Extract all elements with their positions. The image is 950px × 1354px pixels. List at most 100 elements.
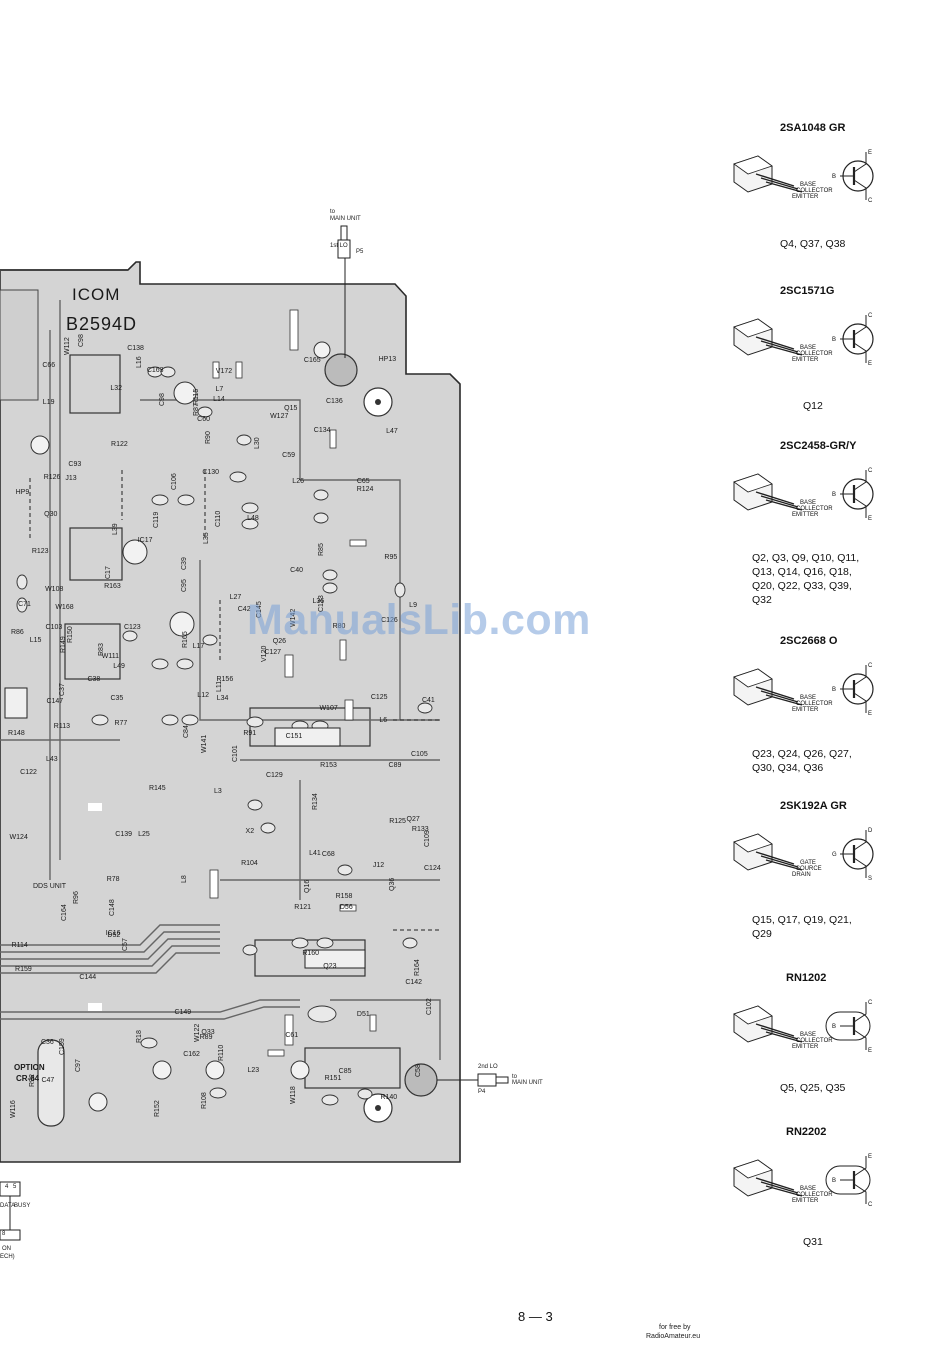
pin-label: BASE [800, 500, 817, 506]
component-ref: R95 [384, 553, 398, 561]
component-ref: W112 [64, 337, 72, 356]
component-ref: C97 [74, 1059, 82, 1072]
connector-p4-main-unit: MAIN UNIT [512, 1080, 543, 1086]
component-ref: C66 [42, 361, 56, 369]
component-ref: C98 [158, 393, 166, 406]
package-lead [755, 491, 795, 505]
component-ref: R124 [356, 485, 374, 493]
component-ref: Q30 [44, 511, 58, 519]
component-ref: C71 [18, 600, 31, 608]
terminal-bottom: C [868, 198, 873, 204]
transistor-usage-list: Q12 [803, 400, 823, 412]
component-ref: V172 [215, 368, 233, 376]
symbol-bottom-lead [853, 692, 867, 713]
component-ref: C138 [127, 345, 144, 353]
footer-line-2: RadioAmateur.eu [646, 1333, 701, 1340]
component-ref: R110 [217, 1044, 225, 1062]
component-ref: D51 [356, 1011, 370, 1019]
pcb-inset-block [0, 289, 39, 401]
component-ref: L43 [45, 755, 58, 763]
component-ref: R126 [43, 473, 61, 481]
transistor-diagram [733, 470, 874, 518]
package-lead [755, 173, 795, 187]
connector-p4-label: P4 [478, 1089, 486, 1095]
symbol-top-lead [853, 1156, 867, 1177]
transistor-usage-list: Q15, Q17, Q19, Q21, Q29 [752, 914, 852, 940]
component-ref: C57 [121, 937, 129, 951]
component-ref: W127 [270, 413, 289, 421]
component-ref: C129 [265, 771, 283, 779]
terminal-b: B [832, 337, 837, 343]
component-ref: D56 [339, 904, 353, 912]
component-ref: R150 [67, 626, 75, 644]
connector-p5-1st-lo: 1st LO [330, 243, 348, 249]
component-ref: C165 [303, 356, 321, 364]
board-brand: ICOM [72, 285, 121, 304]
transistor-title: 2SA1048 GR [780, 122, 846, 134]
watermark: ManualsLib.com [247, 596, 591, 644]
component-ref: C42 [237, 606, 251, 613]
component-ref: W168 [55, 604, 74, 612]
component-ref: L41 [309, 849, 321, 857]
connector-p4-body [477, 1073, 497, 1087]
component-ref: W124 [9, 834, 28, 842]
component-ref: L34 [216, 695, 229, 703]
component-ref: Q23 [323, 963, 337, 971]
terminal-b: B [832, 1024, 837, 1030]
pin-label: COLLECTOR [796, 506, 833, 512]
component-ref: L47 [386, 427, 398, 435]
connector-p5-label: P5 [356, 249, 364, 255]
bottom-left-busy: BUSY [14, 1203, 31, 1209]
pin-label: EMITTER [792, 1044, 819, 1050]
bottom-left-ch: ECH) [0, 1254, 15, 1260]
transistor-diagram [733, 315, 874, 363]
component-ref: C162 [183, 1051, 200, 1059]
component-ref: C93 [68, 461, 82, 469]
symbol-bottom-lead [853, 179, 867, 200]
pin-label: BASE [800, 1032, 817, 1038]
component-ref: L27 [229, 593, 242, 601]
transistor-title: 2SC2458-GR/Y [780, 440, 857, 452]
component-ref: C61 [285, 1031, 299, 1039]
pin-label: BASE [800, 182, 817, 188]
component-ref: R153 [320, 761, 337, 769]
symbol-top-lead [853, 470, 867, 491]
transistor-title: 2SC1571G [780, 285, 835, 297]
component-ref: L35 [203, 531, 211, 544]
terminal-b: B [832, 492, 837, 498]
component-ref: R85 [317, 542, 325, 556]
component-ref: IC16 [105, 929, 121, 937]
component-ref: R90 [205, 430, 212, 444]
component-ref: W118 [289, 1086, 297, 1105]
component-ref: C103 [45, 623, 63, 631]
component-ref: Q27 [406, 815, 420, 823]
connector-p5-main-unit: MAIN UNIT [330, 216, 361, 222]
transistor-diagram [733, 1156, 871, 1204]
component-ref: R115 [192, 388, 200, 405]
component-ref: C37 [58, 683, 66, 696]
component-ref: R159 [15, 966, 32, 974]
component-ref: C122 [20, 769, 37, 777]
symbol-bottom-lead [853, 857, 867, 878]
pin-label: COLLECTOR [796, 1038, 833, 1044]
package-lead [755, 1177, 795, 1191]
terminal-top: C [868, 663, 873, 669]
component-ref: C39 [180, 556, 188, 570]
component-ref: R148 [8, 729, 25, 737]
connector-p5-to: to [330, 209, 336, 215]
package-lead [760, 855, 799, 868]
component-ref: C84 [182, 725, 190, 739]
component-ref: R163 [104, 583, 121, 591]
component-ref: L26 [292, 478, 304, 486]
package-lead [765, 1185, 803, 1197]
component-ref: R165 [181, 631, 189, 648]
option-model: CR-64 [16, 1074, 40, 1083]
pin-label: EMITTER [792, 357, 819, 363]
component-ref: L9 [409, 601, 417, 609]
component-ref: C17 [104, 566, 112, 579]
symbol-top-lead [853, 1002, 867, 1023]
symbol-envelope [825, 1165, 871, 1195]
component-ref: Q33 [201, 1028, 215, 1036]
component-ref: C124 [424, 865, 441, 873]
